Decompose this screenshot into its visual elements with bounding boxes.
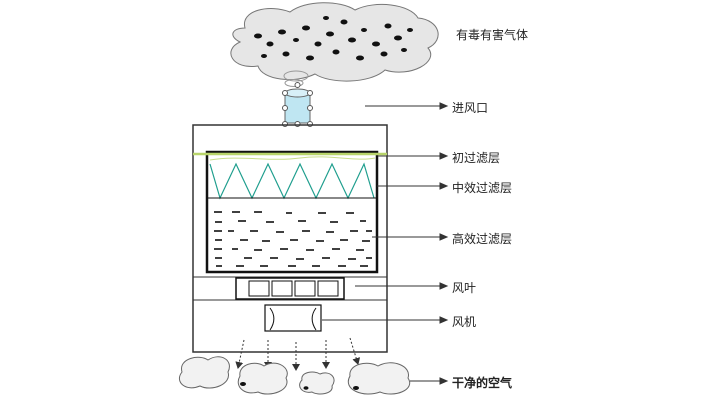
primary-filter-layer (193, 152, 387, 161)
clean-air-clouds (178, 356, 411, 395)
toxic-gas-cloud (230, 2, 439, 82)
label-air-inlet: 进风口 (452, 101, 489, 115)
filter-chamber (205, 150, 379, 274)
label-toxic-gas: 有毒有害气体 (456, 28, 529, 42)
label-hepa-filter: 高效过滤层 (452, 232, 513, 246)
medium-filter-layer (209, 162, 375, 200)
fan-blade (235, 277, 345, 300)
label-fan-motor: 风机 (452, 315, 477, 329)
hepa-filter-layer (214, 211, 372, 267)
label-fan-blade: 风叶 (452, 281, 477, 295)
label-connectors (322, 102, 449, 385)
label-primary-filter: 初过滤层 (452, 151, 501, 165)
label-medium-filter: 中效过滤层 (452, 181, 513, 195)
air-inlet (282, 82, 313, 127)
exhaust-arrows (235, 337, 361, 371)
smoke-puffs (283, 70, 309, 87)
fan-motor (264, 304, 322, 332)
label-clean-air: 干净的空气 (452, 376, 513, 390)
purifier-housing (192, 124, 388, 353)
